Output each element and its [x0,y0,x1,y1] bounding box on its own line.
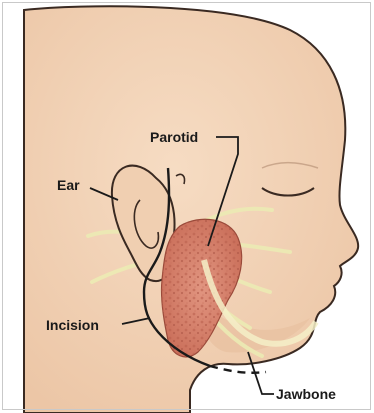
incision-label: Incision [46,317,99,333]
parotid-label: Parotid [150,129,198,145]
ear-label: Ear [57,177,80,193]
incision-dashed-extension [210,366,266,373]
jawbone-label: Jawbone [276,386,336,402]
